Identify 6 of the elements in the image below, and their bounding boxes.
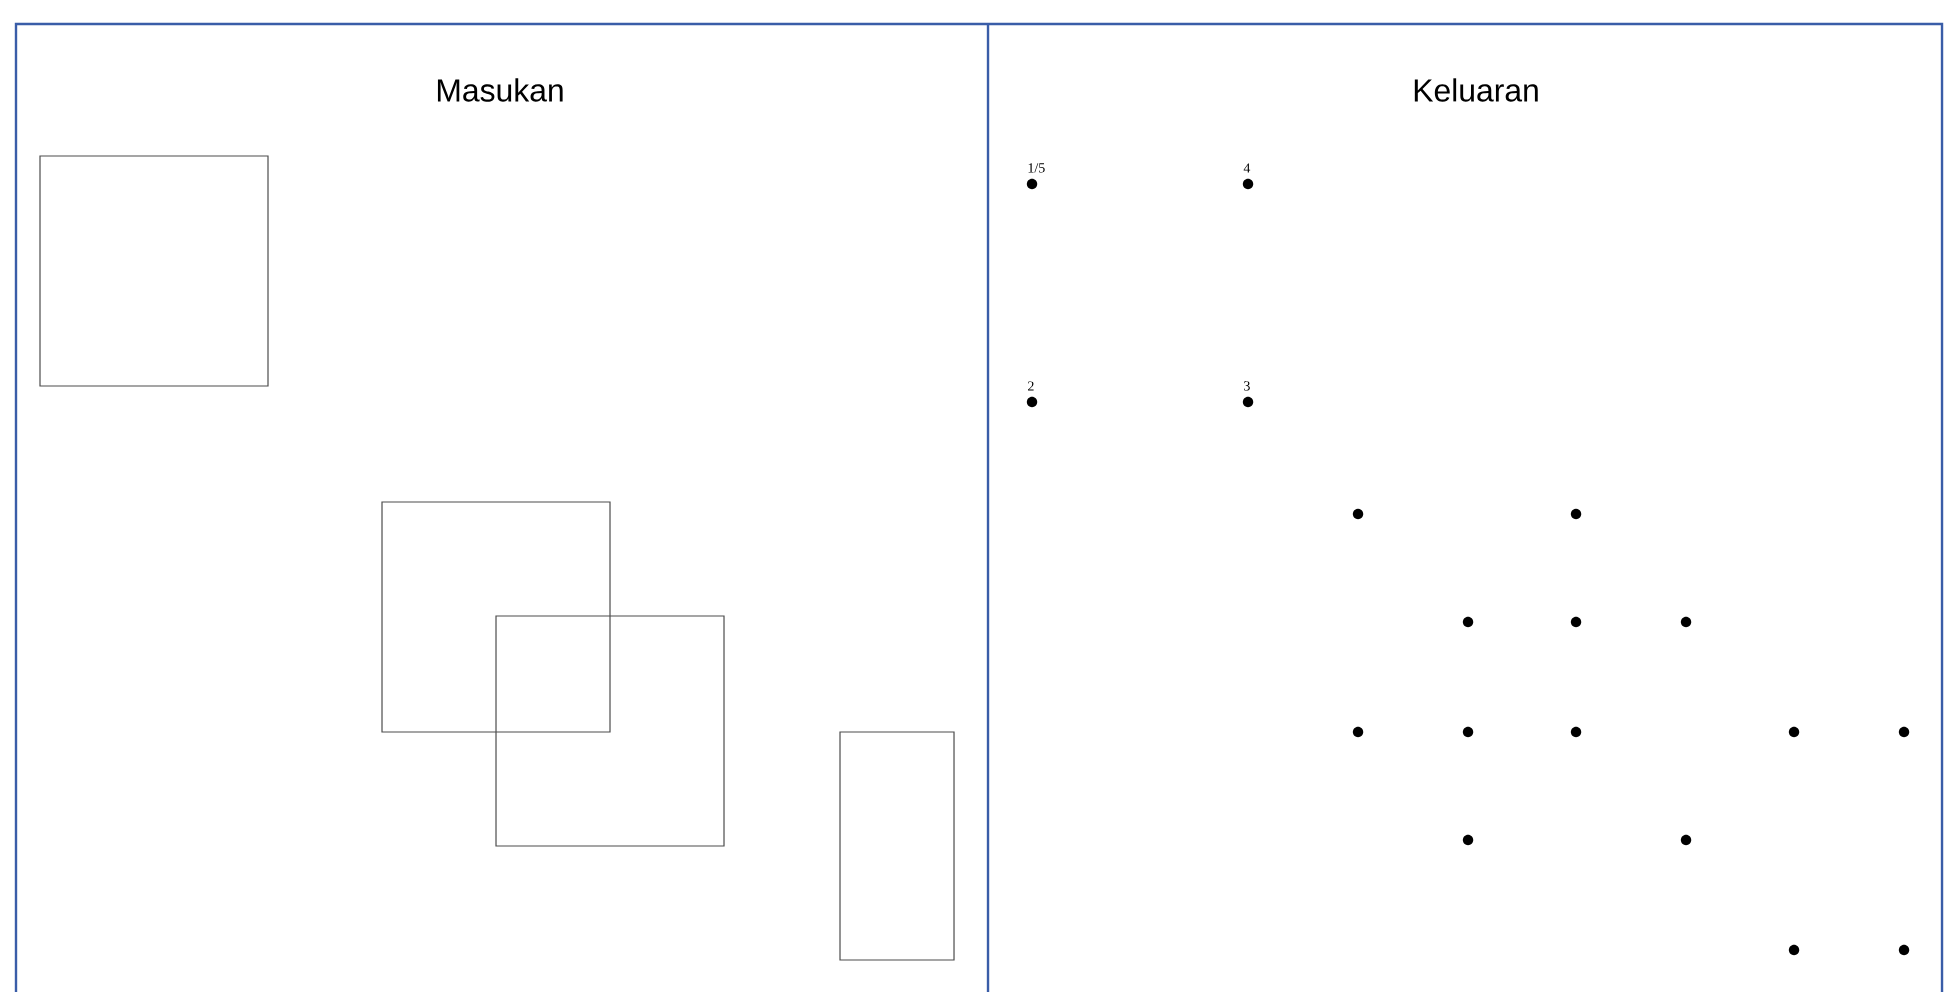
column-header: Masukan xyxy=(437,78,563,102)
column-header: Keluaran xyxy=(1414,78,1538,102)
square xyxy=(495,615,725,847)
square xyxy=(381,501,611,733)
square xyxy=(839,731,955,961)
square xyxy=(39,155,269,387)
